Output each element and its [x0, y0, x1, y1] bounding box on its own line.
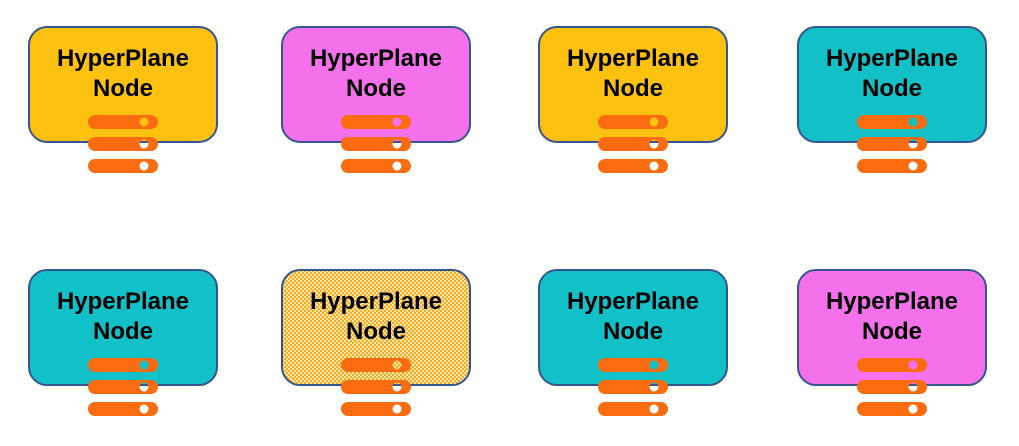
- node-label-line2: Node: [346, 75, 406, 102]
- node-label-line1: HyperPlane: [825, 288, 959, 315]
- server-stack-icon: [88, 358, 158, 416]
- hyperplane-node-4: HyperPlane Node: [797, 26, 987, 201]
- node-label: HyperPlane Node: [540, 271, 726, 347]
- node-label-line1: HyperPlane: [566, 45, 700, 72]
- node-label: HyperPlane Node: [540, 28, 726, 104]
- node-label-line2: Node: [862, 75, 922, 102]
- hyperplane-node-5: HyperPlane Node: [28, 269, 218, 444]
- hyperplane-node-7: HyperPlane Node: [538, 269, 728, 444]
- node-label-line1: HyperPlane: [825, 45, 959, 72]
- server-stack-icon: [857, 358, 927, 416]
- node-label: HyperPlane Node: [799, 271, 985, 347]
- node-label-line1: HyperPlane: [56, 288, 190, 315]
- server-stack-icon: [598, 115, 668, 173]
- hyperplane-node-1: HyperPlane Node: [28, 26, 218, 201]
- hyperplane-node-3: HyperPlane Node: [538, 26, 728, 201]
- node-label-line1: HyperPlane: [309, 288, 443, 315]
- node-label: HyperPlane Node: [30, 28, 216, 104]
- node-label-line1: HyperPlane: [566, 288, 700, 315]
- server-stack-icon: [341, 358, 411, 416]
- hyperplane-node-8: HyperPlane Node: [797, 269, 987, 444]
- node-label: HyperPlane Node: [799, 28, 985, 104]
- server-stack-icon: [341, 115, 411, 173]
- server-stack-icon: [598, 358, 668, 416]
- hyperplane-node-2: HyperPlane Node: [281, 26, 471, 201]
- node-label-line2: Node: [93, 75, 153, 102]
- hyperplane-node-6: HyperPlane Node: [281, 269, 471, 444]
- node-label-line2: Node: [862, 318, 922, 345]
- node-label-line2: Node: [346, 318, 406, 345]
- node-label: HyperPlane Node: [283, 28, 469, 104]
- node-label-line2: Node: [93, 318, 153, 345]
- node-label: HyperPlane Node: [283, 271, 469, 347]
- node-label: HyperPlane Node: [30, 271, 216, 347]
- node-label-line1: HyperPlane: [56, 45, 190, 72]
- server-stack-icon: [88, 115, 158, 173]
- node-label-line1: HyperPlane: [309, 45, 443, 72]
- node-label-line2: Node: [603, 318, 663, 345]
- server-stack-icon: [857, 115, 927, 173]
- node-label-line2: Node: [603, 75, 663, 102]
